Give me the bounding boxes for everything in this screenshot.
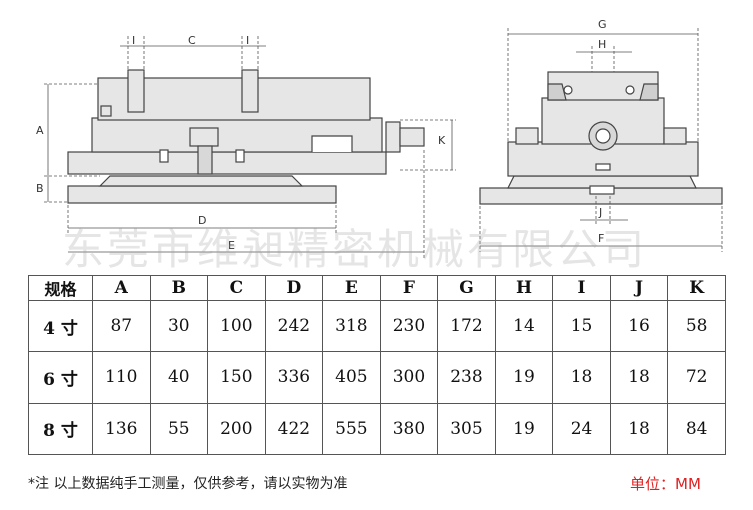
table-cell: 100 <box>207 299 266 353</box>
dim-label-c: C <box>188 34 196 47</box>
table-cell: 242 <box>264 299 324 353</box>
header-cell: G <box>437 275 496 301</box>
spec-table: 规格 A B C D E F G H I J K 4 寸 87 30 100 2… <box>28 275 726 456</box>
table-cell: 18 <box>609 351 669 404</box>
table-cell: 238 <box>437 351 496 404</box>
side-view <box>67 69 425 204</box>
table-cell: 230 <box>379 299 439 353</box>
table-row: 8 寸 136 55 200 422 555 380 305 19 24 18 … <box>28 402 726 456</box>
front-view-labels: G H J F <box>598 18 607 245</box>
header-cell: 规格 <box>28 275 93 301</box>
disclaimer-note: *注 以上数据纯手工测量，仅供参考，请以实物为准 <box>28 476 348 492</box>
table-cell: 318 <box>322 299 381 353</box>
front-view-dimensions <box>479 28 723 252</box>
table-header-row: 规格 A B C D E F G H I J K <box>28 275 726 301</box>
table-cell: 58 <box>667 299 726 353</box>
dim-label-h: H <box>598 38 606 51</box>
dim-label-e: E <box>228 239 235 252</box>
table-cell: 55 <box>149 402 209 456</box>
dim-label-b: B <box>36 182 44 195</box>
table-cell: 16 <box>609 299 669 353</box>
table-cell: 19 <box>494 402 554 456</box>
dim-label-i-right: I <box>246 34 249 47</box>
table-cell: 172 <box>437 299 496 353</box>
header-cell: K <box>667 275 726 301</box>
table-cell: 110 <box>92 351 151 404</box>
dim-label-g: G <box>598 18 607 31</box>
dim-label-d: D <box>198 214 206 227</box>
header-cell: E <box>322 275 381 301</box>
dim-label-f: F <box>598 232 604 245</box>
side-view-dimensions <box>44 36 456 258</box>
table-cell: 136 <box>92 402 151 456</box>
table-cell: 18 <box>552 351 611 404</box>
table-row: 4 寸 87 30 100 242 318 230 172 14 15 16 5… <box>28 299 726 353</box>
header-cell: F <box>379 275 439 301</box>
table-cell: 150 <box>207 351 266 404</box>
header-cell: J <box>609 275 669 301</box>
table-cell: 305 <box>437 402 496 456</box>
table-cell: 15 <box>552 299 611 353</box>
table-cell: 18 <box>609 402 669 456</box>
vise-technical-drawing: I C I A B K D E <box>36 18 723 258</box>
table-cell: 380 <box>379 402 439 456</box>
header-cell: H <box>494 275 554 301</box>
table-row: 6 寸 110 40 150 336 405 300 238 19 18 18 … <box>28 351 726 404</box>
dim-label-a: A <box>36 124 44 137</box>
table-cell: 14 <box>494 299 554 353</box>
side-view-labels: I C I A B K D E <box>36 34 446 252</box>
table-cell: 84 <box>667 402 726 456</box>
table-cell: 336 <box>264 351 324 404</box>
header-cell: C <box>207 275 266 301</box>
unit-label: 单位：MM <box>630 475 701 493</box>
table-cell: 87 <box>92 299 151 353</box>
table-cell: 30 <box>149 299 209 353</box>
front-view <box>479 71 723 205</box>
table-cell: 19 <box>494 351 554 404</box>
table-cell: 300 <box>379 351 439 404</box>
row-size-cell: 6 寸 <box>28 351 93 404</box>
table-cell: 24 <box>552 402 611 456</box>
row-size-cell: 4 寸 <box>28 299 93 353</box>
row-size-cell: 8 寸 <box>28 402 93 456</box>
header-cell: A <box>92 275 151 301</box>
table-cell: 200 <box>207 402 266 456</box>
dim-label-k: K <box>438 134 446 147</box>
header-cell: B <box>149 275 209 301</box>
table-cell: 72 <box>667 351 726 404</box>
table-cell: 405 <box>322 351 381 404</box>
table-cell: 555 <box>322 402 381 456</box>
header-cell: I <box>552 275 611 301</box>
dim-label-j: J <box>598 206 602 219</box>
header-cell: D <box>264 275 324 301</box>
table-cell: 422 <box>264 402 324 456</box>
dim-label-i-left: I <box>132 34 135 47</box>
table-cell: 40 <box>149 351 209 404</box>
